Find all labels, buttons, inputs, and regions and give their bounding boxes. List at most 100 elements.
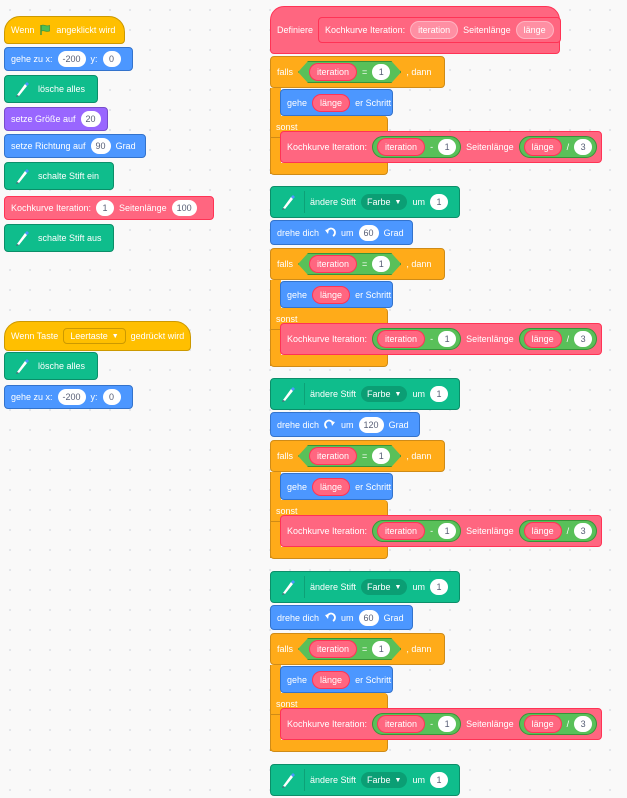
length-reporter[interactable]: länge [312,477,351,496]
divide-input[interactable]: 3 [574,139,593,155]
length-reporter[interactable]: länge [523,330,562,348]
x-input[interactable]: -200 [57,389,86,405]
equals-operator[interactable]: iteration = 1 [298,253,401,275]
iteration-reporter[interactable]: iteration [377,522,426,540]
turn-degrees-input[interactable]: 120 [358,416,384,433]
if-block[interactable]: falls iteration = 1 , dann [270,56,445,88]
subtract-input[interactable]: 1 [438,716,457,732]
turn-degrees-input[interactable]: 60 [358,609,379,626]
param-iteration[interactable]: iteration [410,21,459,39]
iteration-reporter[interactable]: iteration [309,63,357,81]
goto-xy-block[interactable]: gehe zu x: -200 y: 0 [4,47,133,71]
iteration-reporter[interactable]: iteration [377,330,426,348]
change-pen-block[interactable]: ändere Stift Farbe▼ um 1 [270,378,460,410]
point-direction-block[interactable]: setze Richtung auf 90 Grad [4,134,146,158]
length-reporter[interactable]: länge [312,670,351,689]
koch-recursive-call[interactable]: Kochkurve Iteration: iteration - 1 Seite… [280,323,602,355]
turn-left-block[interactable]: drehe dich um 60 Grad [270,220,413,245]
iteration-reporter[interactable]: iteration [377,138,426,156]
length-reporter[interactable]: länge [312,285,351,304]
if-block[interactable]: falls iteration = 1 , dann [270,248,445,280]
change-pen-block[interactable]: ändere Stift Farbe▼ um 1 [270,186,460,218]
koch-call-block[interactable]: Kochkurve Iteration: 1 Seitenlänge 100 [4,196,214,220]
pen-param-value: Farbe [367,389,391,399]
if-label: falls [277,451,294,461]
goto-xy-block[interactable]: gehe zu x: -200 y: 0 [4,385,133,409]
divide-input[interactable]: 3 [574,331,593,347]
compare-input[interactable]: 1 [372,256,390,272]
pen-param-dropdown[interactable]: Farbe▼ [361,772,408,788]
compare-input[interactable]: 1 [372,64,390,80]
equals-operator[interactable]: iteration = 1 [298,638,401,660]
compare-input[interactable]: 1 [372,448,390,464]
when-flag-clicked-hat[interactable]: Wenn angeklickt wird [4,16,125,44]
erase-all-block[interactable]: lösche alles [4,352,98,380]
erase-all-block[interactable]: lösche alles [4,75,98,103]
move-block[interactable]: gehe länge er Schritt [280,666,393,693]
turn-label: drehe dich [277,419,320,430]
change-pen-block[interactable]: ändere Stift Farbe▼ um 1 [270,764,460,796]
subtract-operator[interactable]: iteration - 1 [372,136,462,158]
divide-input[interactable]: 3 [574,716,593,732]
subtract-input[interactable]: 1 [438,523,457,539]
if-block[interactable]: falls iteration = 1 , dann [270,633,445,665]
iteration-reporter[interactable]: iteration [309,255,357,273]
length-reporter[interactable]: länge [523,715,562,733]
iteration-reporter[interactable]: iteration [309,640,357,658]
subtract-input[interactable]: 1 [438,139,457,155]
move-block[interactable]: gehe länge er Schritt [280,473,393,500]
if-block[interactable]: falls iteration = 1 , dann [270,440,445,472]
pen-param-dropdown[interactable]: Farbe▼ [361,194,408,210]
define-hat[interactable]: Definiere Kochkurve Iteration: iteration… [270,6,561,54]
divide-operator[interactable]: länge / 3 [518,136,598,158]
change-amount-input[interactable]: 1 [430,772,448,788]
subtract-operator[interactable]: iteration - 1 [372,328,462,350]
divide-operator[interactable]: länge / 3 [518,520,598,542]
when-key-pressed-hat[interactable]: Wenn Taste Leertaste▼ gedrückt wird [4,321,191,351]
move-after-label: er Schritt [355,97,392,108]
equals-sign: = [362,451,368,461]
subtract-operator[interactable]: iteration - 1 [372,713,462,735]
turn-right-block[interactable]: drehe dich um 120 Grad [270,412,420,437]
compare-input[interactable]: 1 [372,641,390,657]
pen-param-dropdown[interactable]: Farbe▼ [361,386,408,402]
equals-operator[interactable]: iteration = 1 [298,61,401,83]
size-input[interactable]: 20 [80,111,101,127]
key-dropdown[interactable]: Leertaste▼ [63,328,126,344]
length-reporter[interactable]: länge [523,138,562,156]
subtract-input[interactable]: 1 [438,331,457,347]
pen-up-block[interactable]: schalte Stift aus [4,224,114,252]
subtract-operator[interactable]: iteration - 1 [372,520,462,542]
direction-input[interactable]: 90 [90,138,111,154]
iteration-reporter[interactable]: iteration [377,715,426,733]
turn-degrees-input[interactable]: 60 [358,224,379,241]
koch-recursive-call[interactable]: Kochkurve Iteration: iteration - 1 Seite… [280,708,602,740]
koch-recursive-call[interactable]: Kochkurve Iteration: iteration - 1 Seite… [280,131,602,163]
length-reporter[interactable]: länge [523,522,562,540]
change-amount-input[interactable]: 1 [430,579,448,595]
y-input[interactable]: 0 [102,389,121,405]
x-input[interactable]: -200 [57,51,86,67]
equals-operator[interactable]: iteration = 1 [298,445,401,467]
param-length[interactable]: länge [515,21,554,39]
pen-down-block[interactable]: schalte Stift ein [4,162,114,190]
iteration-reporter[interactable]: iteration [309,447,357,465]
pen-param-dropdown[interactable]: Farbe▼ [361,579,408,595]
move-block[interactable]: gehe länge er Schritt [280,281,393,308]
change-pen-block[interactable]: ändere Stift Farbe▼ um 1 [270,571,460,603]
set-size-block[interactable]: setze Größe auf 20 [4,107,108,131]
divide-input[interactable]: 3 [574,523,593,539]
y-input[interactable]: 0 [102,51,121,67]
change-amount-input[interactable]: 1 [430,194,448,210]
move-block[interactable]: gehe länge er Schritt [280,89,393,116]
if-end-bar [270,163,388,175]
change-amount-input[interactable]: 1 [430,386,448,402]
side-input[interactable]: 100 [171,200,197,216]
divide-operator[interactable]: länge / 3 [518,713,598,735]
length-reporter[interactable]: länge [312,93,351,112]
turn-left-block[interactable]: drehe dich um 60 Grad [270,605,413,630]
koch-recursive-call[interactable]: Kochkurve Iteration: iteration - 1 Seite… [280,515,602,547]
degrees-unit: Grad [388,419,409,430]
divide-operator[interactable]: länge / 3 [518,328,598,350]
iteration-input[interactable]: 1 [96,200,115,216]
